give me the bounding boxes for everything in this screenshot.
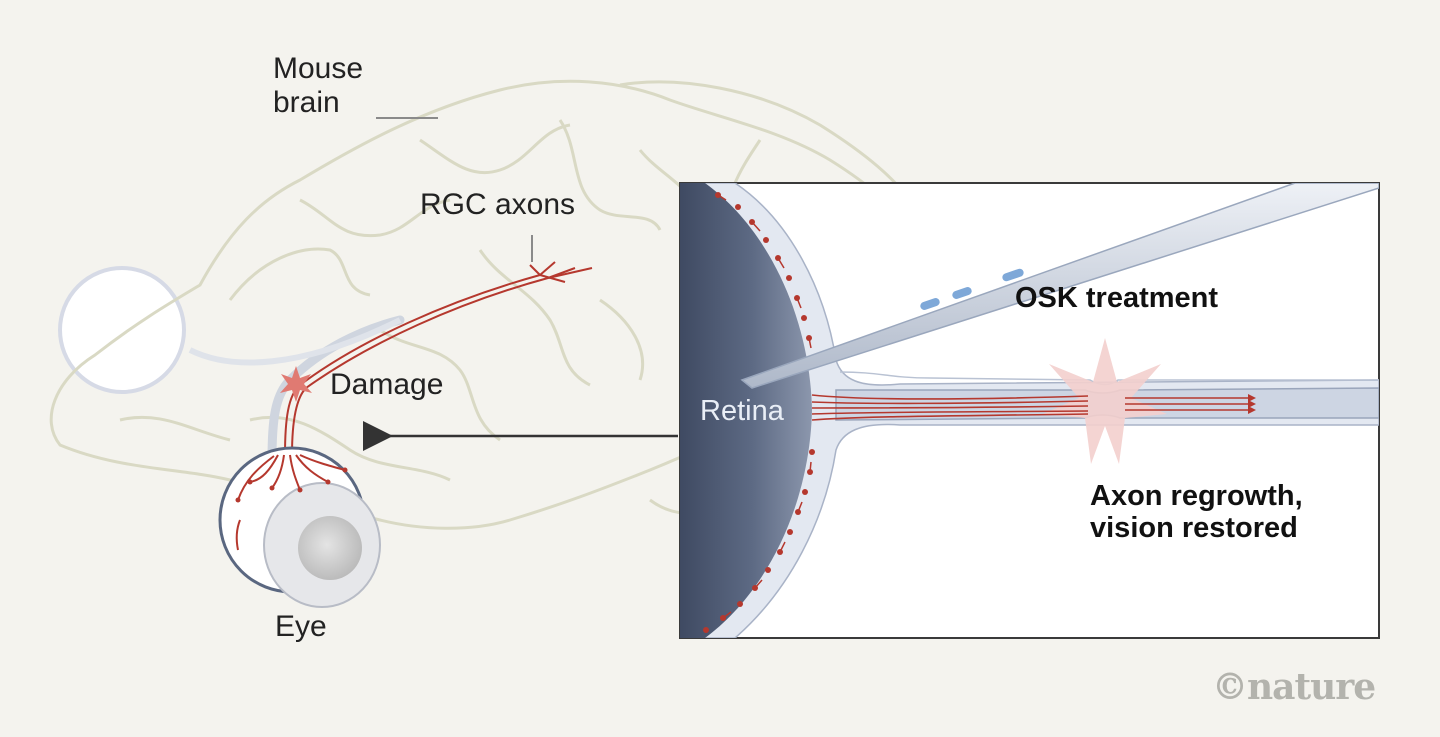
injection-needle	[740, 183, 1379, 389]
eye	[218, 446, 381, 608]
nature-logo: ©nature	[1212, 666, 1376, 708]
label-axon-regrowth: Axon regrowth, vision restored	[1090, 480, 1303, 545]
label-retina: Retina	[700, 395, 784, 427]
label-axon-regrowth-text: Axon regrowth, vision restored	[1090, 480, 1303, 545]
inset-axon-bundle	[811, 394, 1248, 421]
pupil	[298, 516, 362, 580]
label-mouse-brain: Mouse brain	[273, 52, 363, 119]
retina	[680, 183, 812, 638]
inset-damage-star	[1043, 338, 1167, 464]
label-eye: Eye	[275, 610, 327, 643]
label-mouse-brain-text: Mouse brain	[273, 52, 364, 119]
damage-star	[280, 366, 312, 402]
mouse-brain	[49, 79, 1042, 530]
rgc-axons	[284, 261, 593, 456]
label-rgc-axons: RGC axons	[420, 188, 576, 221]
label-osk-treatment: OSK treatment	[1015, 282, 1219, 314]
label-damage: Damage	[330, 368, 444, 401]
olfactory-bulb	[58, 266, 186, 394]
inset-panel	[679, 182, 1380, 639]
